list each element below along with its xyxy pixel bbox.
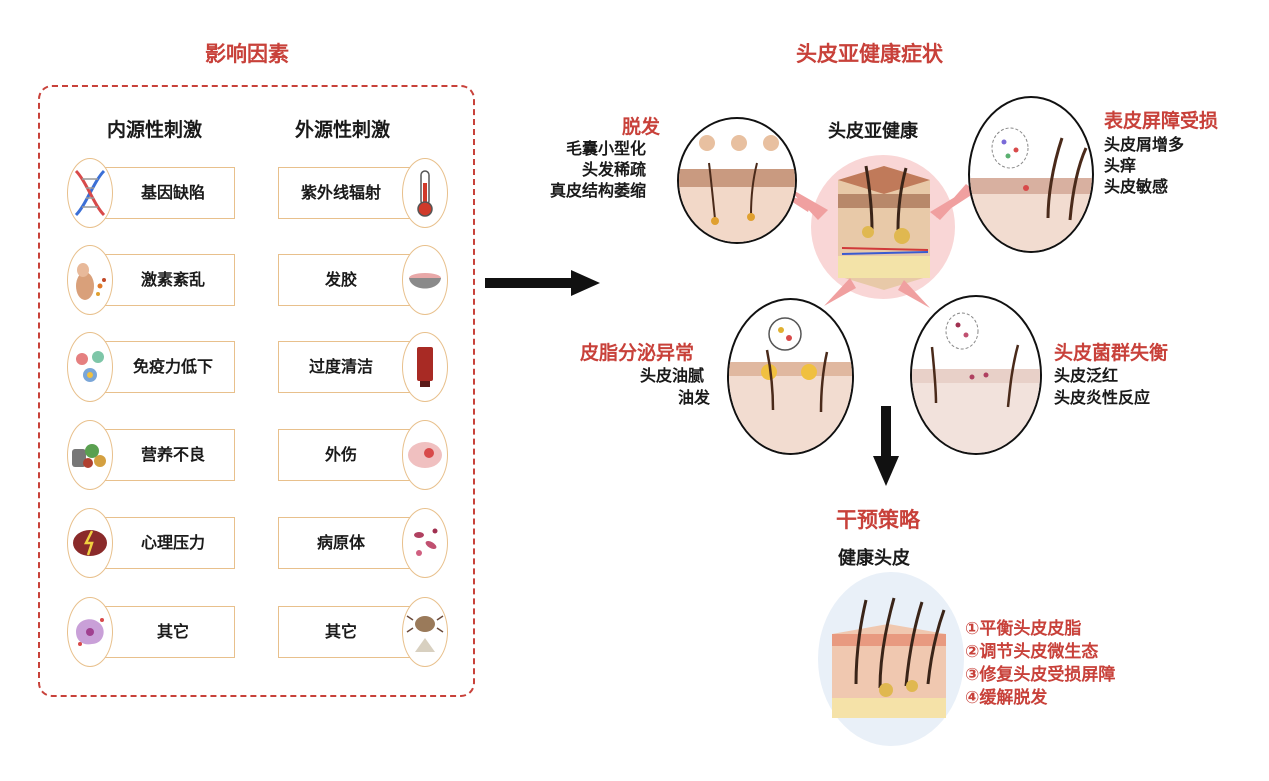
factor-label: 免疫力低下 [132, 357, 213, 376]
stressed-brain-icon [67, 508, 113, 578]
healthy-scalp-label: 健康头皮 [838, 548, 910, 569]
sebum-circle [727, 298, 854, 455]
sebum-title: 皮脂分泌异常 [580, 342, 695, 364]
hair-loss-circle [677, 117, 797, 244]
factor-label: 外伤 [324, 445, 357, 464]
internal-factor-gene: 基因缺陷 [67, 158, 235, 228]
factors-panel [38, 85, 475, 697]
factor-label: 紫外线辐射 [300, 183, 381, 202]
barrier-line-2: 头痒 [1104, 156, 1137, 175]
hair-gel-bowl-icon [402, 245, 448, 315]
internal-factor-stress: 心理压力 [67, 508, 235, 578]
cell-icon [67, 597, 113, 667]
hair-loss-line-1: 毛囊小型化 [566, 139, 647, 158]
microbiome-line-1: 头皮泛红 [1054, 366, 1119, 385]
hair-loss-line-2: 头发稀疏 [582, 160, 647, 179]
barrier-title: 表皮屏障受损 [1104, 110, 1219, 132]
internal-factor-hormone: 激素紊乱 [67, 245, 235, 315]
flow-arrow-right [485, 270, 600, 296]
internal-factor-nutrition: 营养不良 [67, 420, 235, 490]
factor-label: 病原体 [316, 533, 365, 552]
factor-label: 激素紊乱 [140, 270, 205, 289]
microbiome-circle [910, 295, 1042, 455]
strategy-item-3: ③修复头皮受损屏障 [965, 665, 1116, 685]
nutrition-food-icon [67, 420, 113, 490]
internal-factor-other: 其它 [67, 597, 235, 667]
strategy-item-2: ②调节头皮微生态 [965, 642, 1099, 662]
symptom-arrows [780, 184, 976, 308]
intervention-title: 干预策略 [836, 508, 920, 532]
factor-label: 过度清洁 [308, 357, 373, 376]
sebum-line-1: 头皮油腻 [640, 366, 705, 385]
factor-label: 其它 [156, 622, 189, 641]
immune-cell-icon [67, 332, 113, 402]
injured-brain-icon [402, 420, 448, 490]
external-factor-other: 其它 [278, 597, 448, 667]
barrier-circle [968, 96, 1094, 253]
hair-loss-title: 脱发 [622, 116, 661, 138]
mite-icon [402, 597, 448, 667]
dna-icon [67, 158, 113, 228]
barrier-line-3: 头皮敏感 [1104, 177, 1169, 196]
external-heading: 外源性刺激 [295, 119, 391, 141]
external-factor-cleansing: 过度清洁 [278, 332, 448, 402]
healthy-scalp-illustration [832, 597, 946, 718]
microbiome-title: 头皮菌群失衡 [1054, 342, 1169, 364]
pathogen-icon [402, 508, 448, 578]
subhealthy-label: 头皮亚健康 [828, 121, 918, 142]
factors-title: 影响因素 [205, 42, 289, 66]
hormone-gland-icon [67, 245, 113, 315]
factor-label: 发胶 [324, 270, 357, 289]
factor-label: 营养不良 [140, 445, 205, 464]
subhealthy-scalp-illustration [838, 165, 930, 290]
symptoms-title: 头皮亚健康症状 [796, 42, 943, 66]
microbiome-line-2: 头皮炎性反应 [1054, 388, 1151, 407]
cleanser-tube-icon [402, 332, 448, 402]
flow-arrow-down [873, 406, 899, 486]
factor-label: 基因缺陷 [140, 183, 205, 202]
strategy-item-4: ④缓解脱发 [965, 688, 1048, 708]
thermometer-icon [402, 158, 448, 228]
sebum-line-2: 油发 [678, 388, 711, 407]
strategy-item-1: ①平衡头皮皮脂 [965, 619, 1082, 639]
barrier-line-1: 头皮屑增多 [1104, 135, 1185, 154]
factor-label: 心理压力 [140, 533, 205, 552]
internal-heading: 内源性刺激 [107, 119, 203, 141]
external-factor-uv: 紫外线辐射 [278, 158, 448, 228]
hair-loss-line-3: 真皮结构萎缩 [550, 181, 647, 200]
external-factor-injury: 外伤 [278, 420, 448, 490]
external-factor-pathogen: 病原体 [278, 508, 448, 578]
external-factor-hair-gel: 发胶 [278, 245, 448, 315]
factor-label: 其它 [324, 622, 357, 641]
internal-factor-immunity: 免疫力低下 [67, 332, 235, 402]
